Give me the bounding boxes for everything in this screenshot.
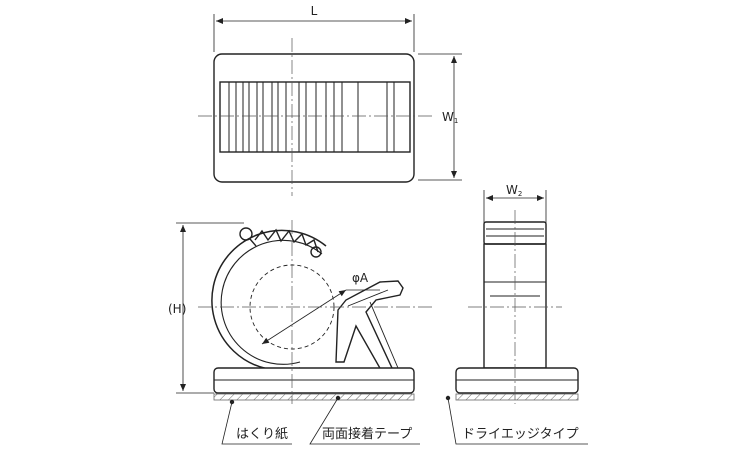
tape-layer-front [213, 393, 415, 401]
label-W1: W1 [442, 110, 458, 125]
label-phiA: φA [352, 271, 369, 285]
callout-dry-edge-type: ドライエッジタイプ [462, 427, 579, 442]
label-W2: W2 [506, 183, 522, 198]
callout-double-sided-tape: 両面接着テープ [322, 426, 412, 442]
label-H: (H) [168, 302, 186, 316]
top-view [198, 14, 462, 196]
top-view-center-lines [198, 38, 432, 196]
dimension-W2 [483, 190, 547, 224]
release-knob [239, 227, 253, 241]
dimension-phiA [261, 289, 380, 345]
dimension-L [213, 14, 415, 52]
callout-release-paper: はくり紙 [236, 427, 288, 442]
ribs [228, 82, 395, 152]
front-view-center-lines [198, 220, 432, 404]
front-base [213, 367, 415, 394]
dimension-W1 [418, 53, 462, 181]
side-base [455, 367, 579, 394]
side-view [455, 190, 579, 404]
serrated-teeth [254, 228, 319, 253]
top-view-outline [213, 53, 415, 183]
latch-arm [335, 280, 404, 371]
front-view [176, 220, 432, 404]
label-L: L [311, 4, 318, 18]
dimension-H [176, 222, 244, 394]
tape-layer-side [455, 393, 579, 401]
callout-leaders [221, 395, 588, 445]
